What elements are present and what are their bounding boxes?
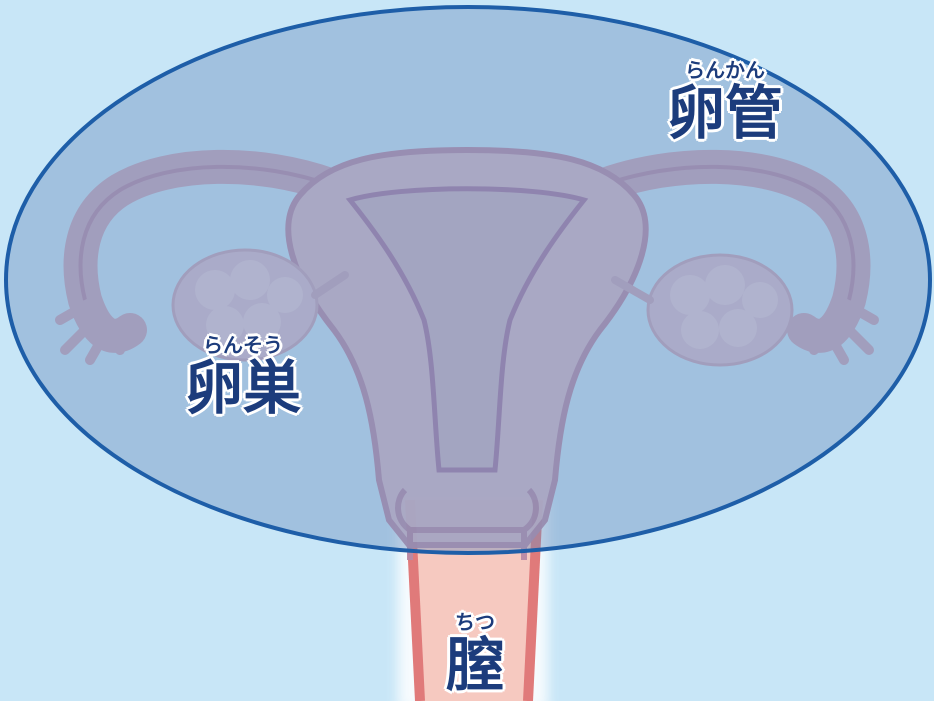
highlight-ellipse xyxy=(6,7,930,553)
ovary-text: 卵巣 xyxy=(178,359,308,417)
vagina-text: 膣 xyxy=(425,636,525,694)
vagina-ruby: ちつ xyxy=(425,612,525,632)
ovary-ruby: らんそう xyxy=(178,335,308,355)
ovary-label: らんそう 卵巣 xyxy=(178,335,308,417)
oviduct-ruby: らんかん xyxy=(660,60,790,80)
oviduct-label: らんかん 卵管 xyxy=(660,60,790,142)
vagina-label: ちつ 膣 xyxy=(425,612,525,694)
oviduct-text: 卵管 xyxy=(660,84,790,142)
